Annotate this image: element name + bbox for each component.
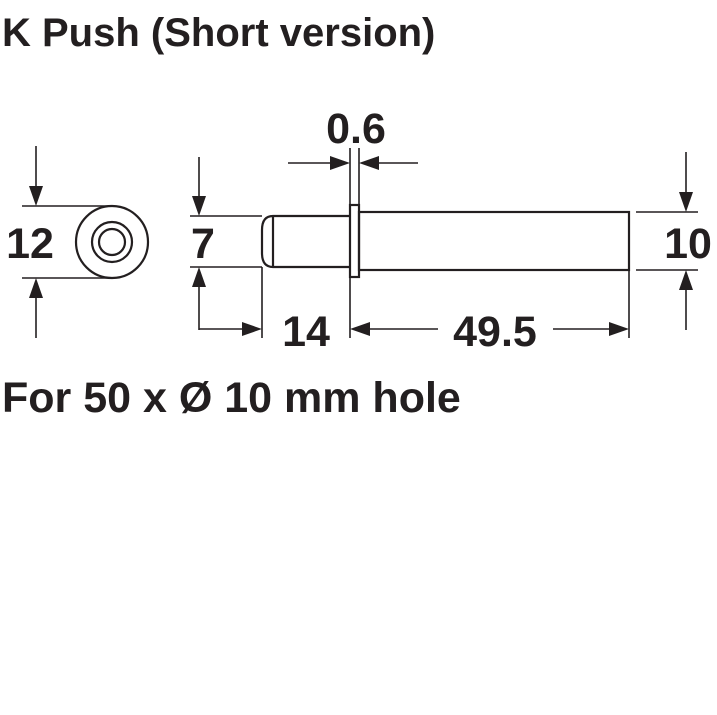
page-title: K Push (Short version) [2,11,436,55]
end-view-bore-circle [97,227,127,257]
body [357,210,631,272]
dimension-end-diameter [22,146,112,338]
dimension-tip-length [199,267,351,338]
dimension-body-diameter [636,152,698,330]
end-diameter-label: 12 [6,220,54,268]
end-view [74,204,150,280]
dimension-tip-diameter [190,157,262,330]
flange [348,203,361,279]
tip-length-label: 14 [282,308,330,356]
body-length-label: 49.5 [453,308,537,356]
tip-outline [260,214,350,269]
end-view-outer-circle [74,204,150,280]
end-view-inner-circle [90,220,134,264]
dimension-flange-thickness [288,148,418,205]
flange-thickness-label: 0.6 [326,105,386,153]
dimension-body-length [350,270,630,338]
body-diameter-label: 10 [664,220,712,268]
hole-size-note: For 50 x Ø 10 mm hole [2,374,461,422]
tip-diameter-label: 7 [191,220,215,268]
side-view [260,203,631,279]
